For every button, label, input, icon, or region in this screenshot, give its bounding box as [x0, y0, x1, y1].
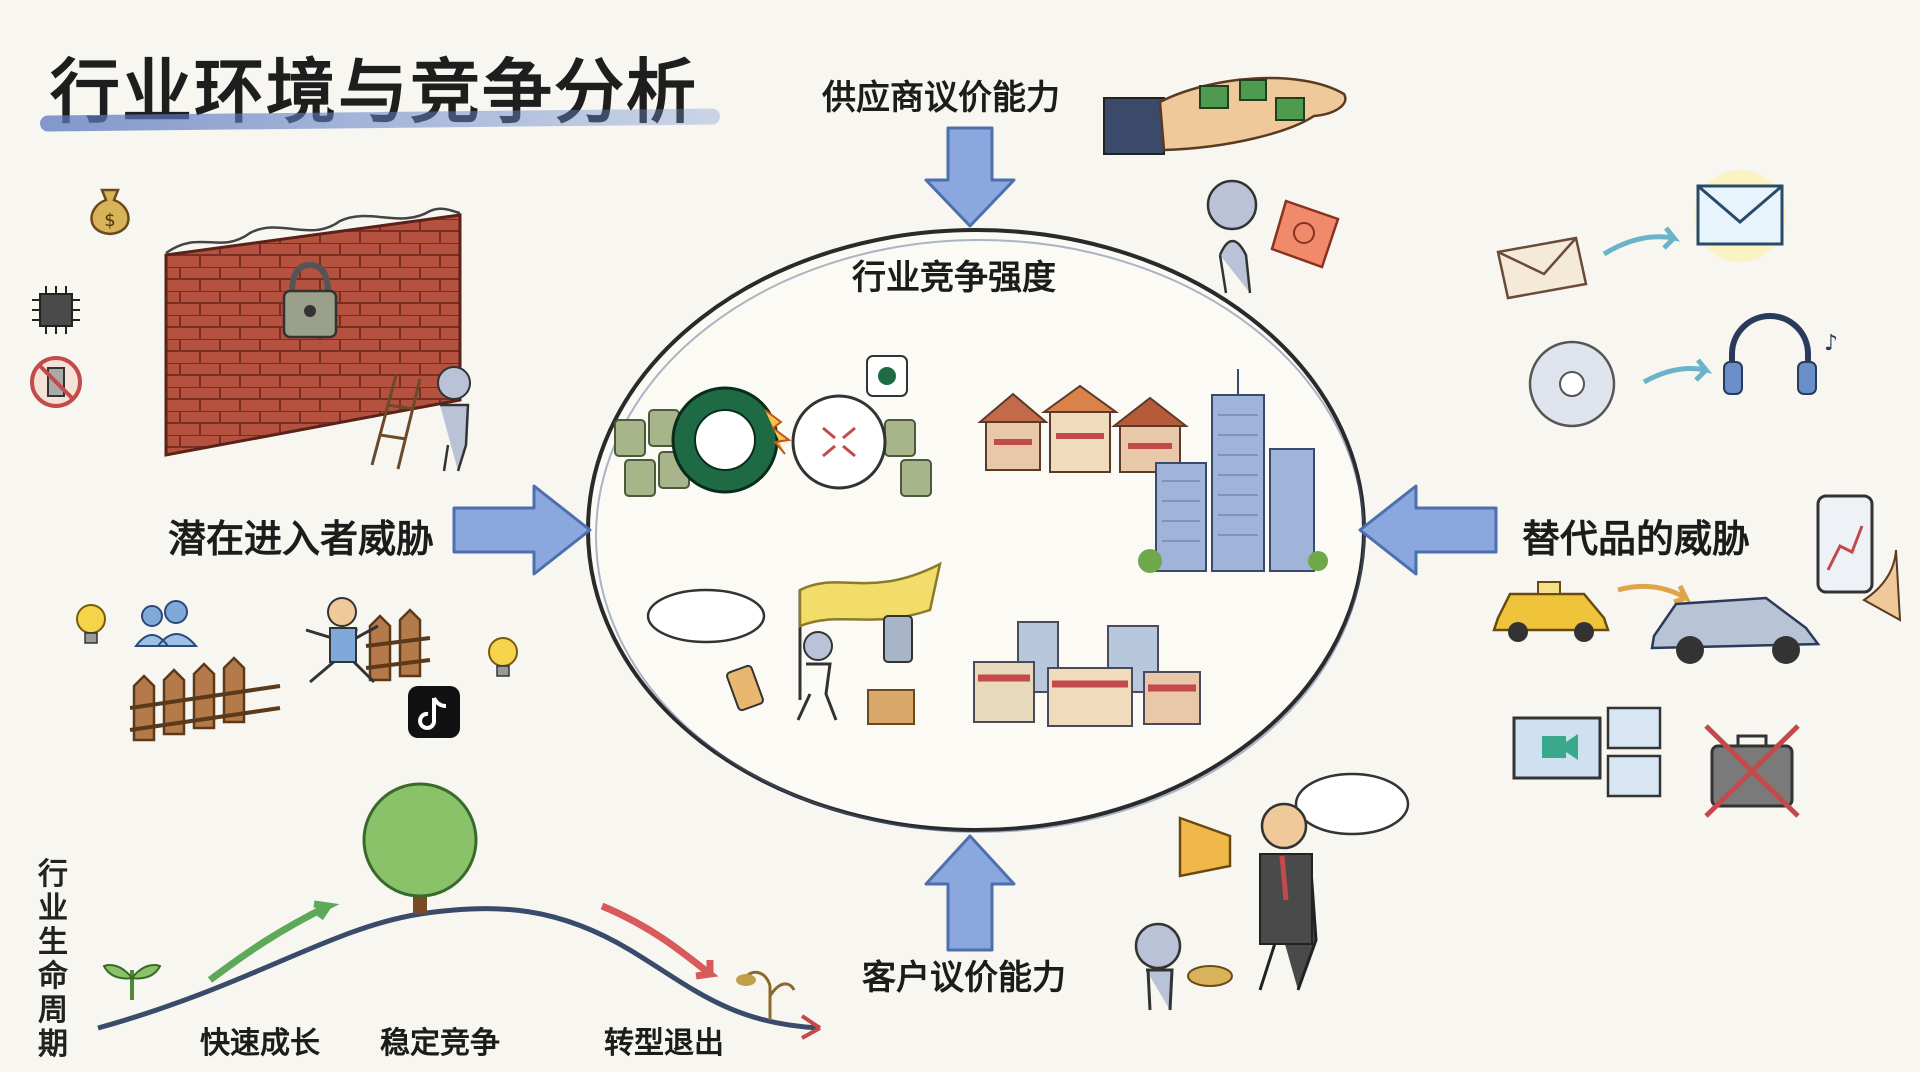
lifecycle-stage-stable: 稳定竞争 — [380, 1026, 500, 1061]
car-icon — [1650, 596, 1821, 664]
lifecycle-label: 行业生命周期 — [38, 857, 68, 1062]
users-icon — [134, 600, 199, 647]
megaphone-icon — [1178, 816, 1232, 878]
phone-map-icon — [1816, 494, 1902, 622]
envelope-icon — [1694, 170, 1786, 262]
suitcase-icon — [1704, 724, 1800, 818]
padlock-icon — [282, 261, 338, 339]
svg-text:♪: ♪ — [1824, 331, 1838, 356]
megaphone-boss-illustration — [1134, 772, 1410, 1011]
wooden-fence-jumper — [129, 597, 431, 742]
no-phone-icon — [30, 356, 82, 408]
tiktok-icon — [408, 686, 460, 738]
lifecycle-stage-exit: 转型退出 — [604, 1026, 724, 1061]
chip-icon — [1199, 85, 1229, 109]
substitutes-label: 替代品的威胁 — [1522, 517, 1751, 561]
substitutes-arrow — [1358, 484, 1498, 576]
buyer-power-label: 客户议价能力 — [862, 958, 1066, 998]
brick-wall-barrier — [164, 207, 462, 457]
buyer-arrow — [924, 834, 1016, 952]
worried-buyer-with-tag — [1206, 179, 1340, 294]
tree-icon — [362, 782, 478, 914]
arrow-to-headphones — [1642, 358, 1713, 385]
envelope-icon — [1496, 236, 1588, 300]
arrow-to-car — [1617, 583, 1692, 605]
coffee-brands-fight — [614, 355, 932, 497]
city-skyscrapers — [1138, 369, 1328, 573]
svg-text:$: $ — [104, 210, 115, 231]
supplier-power-label: 供应商议价能力 — [822, 78, 1060, 118]
marketer-with-flag — [646, 561, 942, 725]
chip-icon — [32, 286, 80, 334]
supplier-hand-illustration — [1103, 76, 1347, 155]
lifecycle-curve — [97, 782, 822, 1040]
money-bag-icon: $ — [90, 188, 130, 236]
video-call-icon — [1512, 706, 1662, 798]
ladder-and-person — [370, 366, 471, 472]
sprout-icon — [102, 964, 162, 1000]
wilted-plant-icon — [736, 970, 796, 1020]
taxi-icon — [1492, 581, 1610, 642]
lifecycle-stage-growth: 快速成长 — [200, 1026, 320, 1061]
new-entrants-label: 潜在进入者威胁 — [168, 517, 435, 561]
lightbulb-icon — [488, 637, 518, 677]
cd-icon — [1528, 340, 1616, 428]
arrow-to-email — [1602, 226, 1681, 257]
rivalry-label: 行业竞争强度 — [852, 258, 1056, 298]
headphones-icon: ♪ — [1723, 313, 1838, 395]
shop-street — [973, 621, 1201, 727]
supplier-arrow — [924, 126, 1016, 228]
lightbulb-icon — [76, 604, 106, 644]
new-entrants-arrow — [452, 484, 592, 576]
